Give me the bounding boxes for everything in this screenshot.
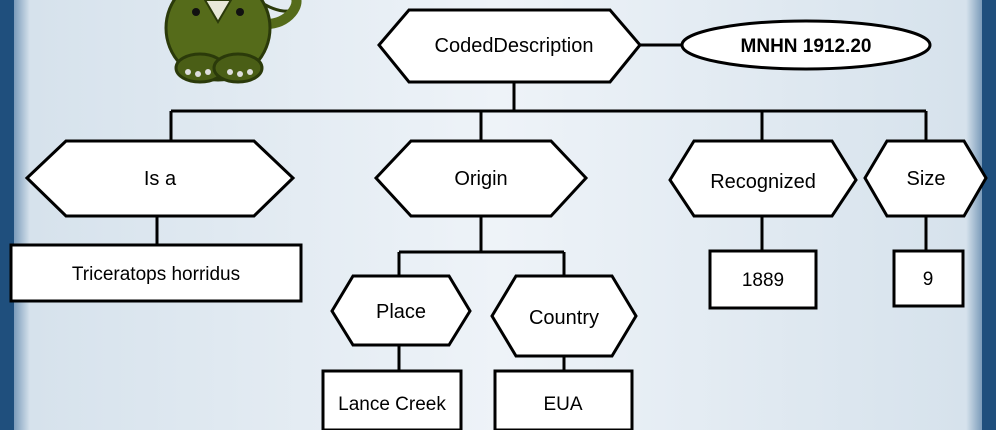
left-edge-band — [0, 0, 14, 430]
specimen-id-node: MNHN 1912.20 — [680, 19, 932, 71]
category-label-origin: Origin — [454, 168, 507, 190]
value-label-size: 9 — [923, 269, 934, 290]
category-node-recognized: Recognized — [668, 139, 858, 218]
value-label-species: Triceratops horridus — [72, 264, 240, 285]
value-node-country: EUA — [493, 369, 634, 430]
value-label-place: Lance Creek — [338, 394, 446, 415]
value-node-size: 9 — [892, 249, 965, 308]
value-node-place: Lance Creek — [321, 369, 463, 430]
subcategory-label-country: Country — [529, 307, 599, 329]
value-label-recognized: 1889 — [742, 270, 784, 291]
connector-lines — [155, 43, 928, 371]
triceratops-cartoon-icon — [164, 0, 302, 84]
category-label-recognized: Recognized — [710, 171, 816, 193]
category-label-size: Size — [907, 168, 946, 190]
category-node-is-a: Is a — [24, 139, 296, 218]
right-edge-band — [982, 0, 996, 430]
category-label-is-a: Is a — [144, 168, 177, 190]
value-node-recognized: 1889 — [708, 249, 818, 310]
subcategory-label-place: Place — [376, 301, 426, 323]
root-node: CodedDescription — [377, 8, 642, 84]
subcategory-node-place: Place — [330, 274, 472, 347]
value-node-species: Triceratops horridus — [9, 243, 303, 303]
category-node-size: Size — [863, 139, 988, 218]
category-node-origin: Origin — [373, 139, 589, 218]
value-label-country: EUA — [543, 394, 582, 415]
specimen-id-label: MNHN 1912.20 — [741, 36, 872, 57]
subcategory-node-country: Country — [490, 274, 638, 358]
root-node-label: CodedDescription — [435, 35, 594, 57]
